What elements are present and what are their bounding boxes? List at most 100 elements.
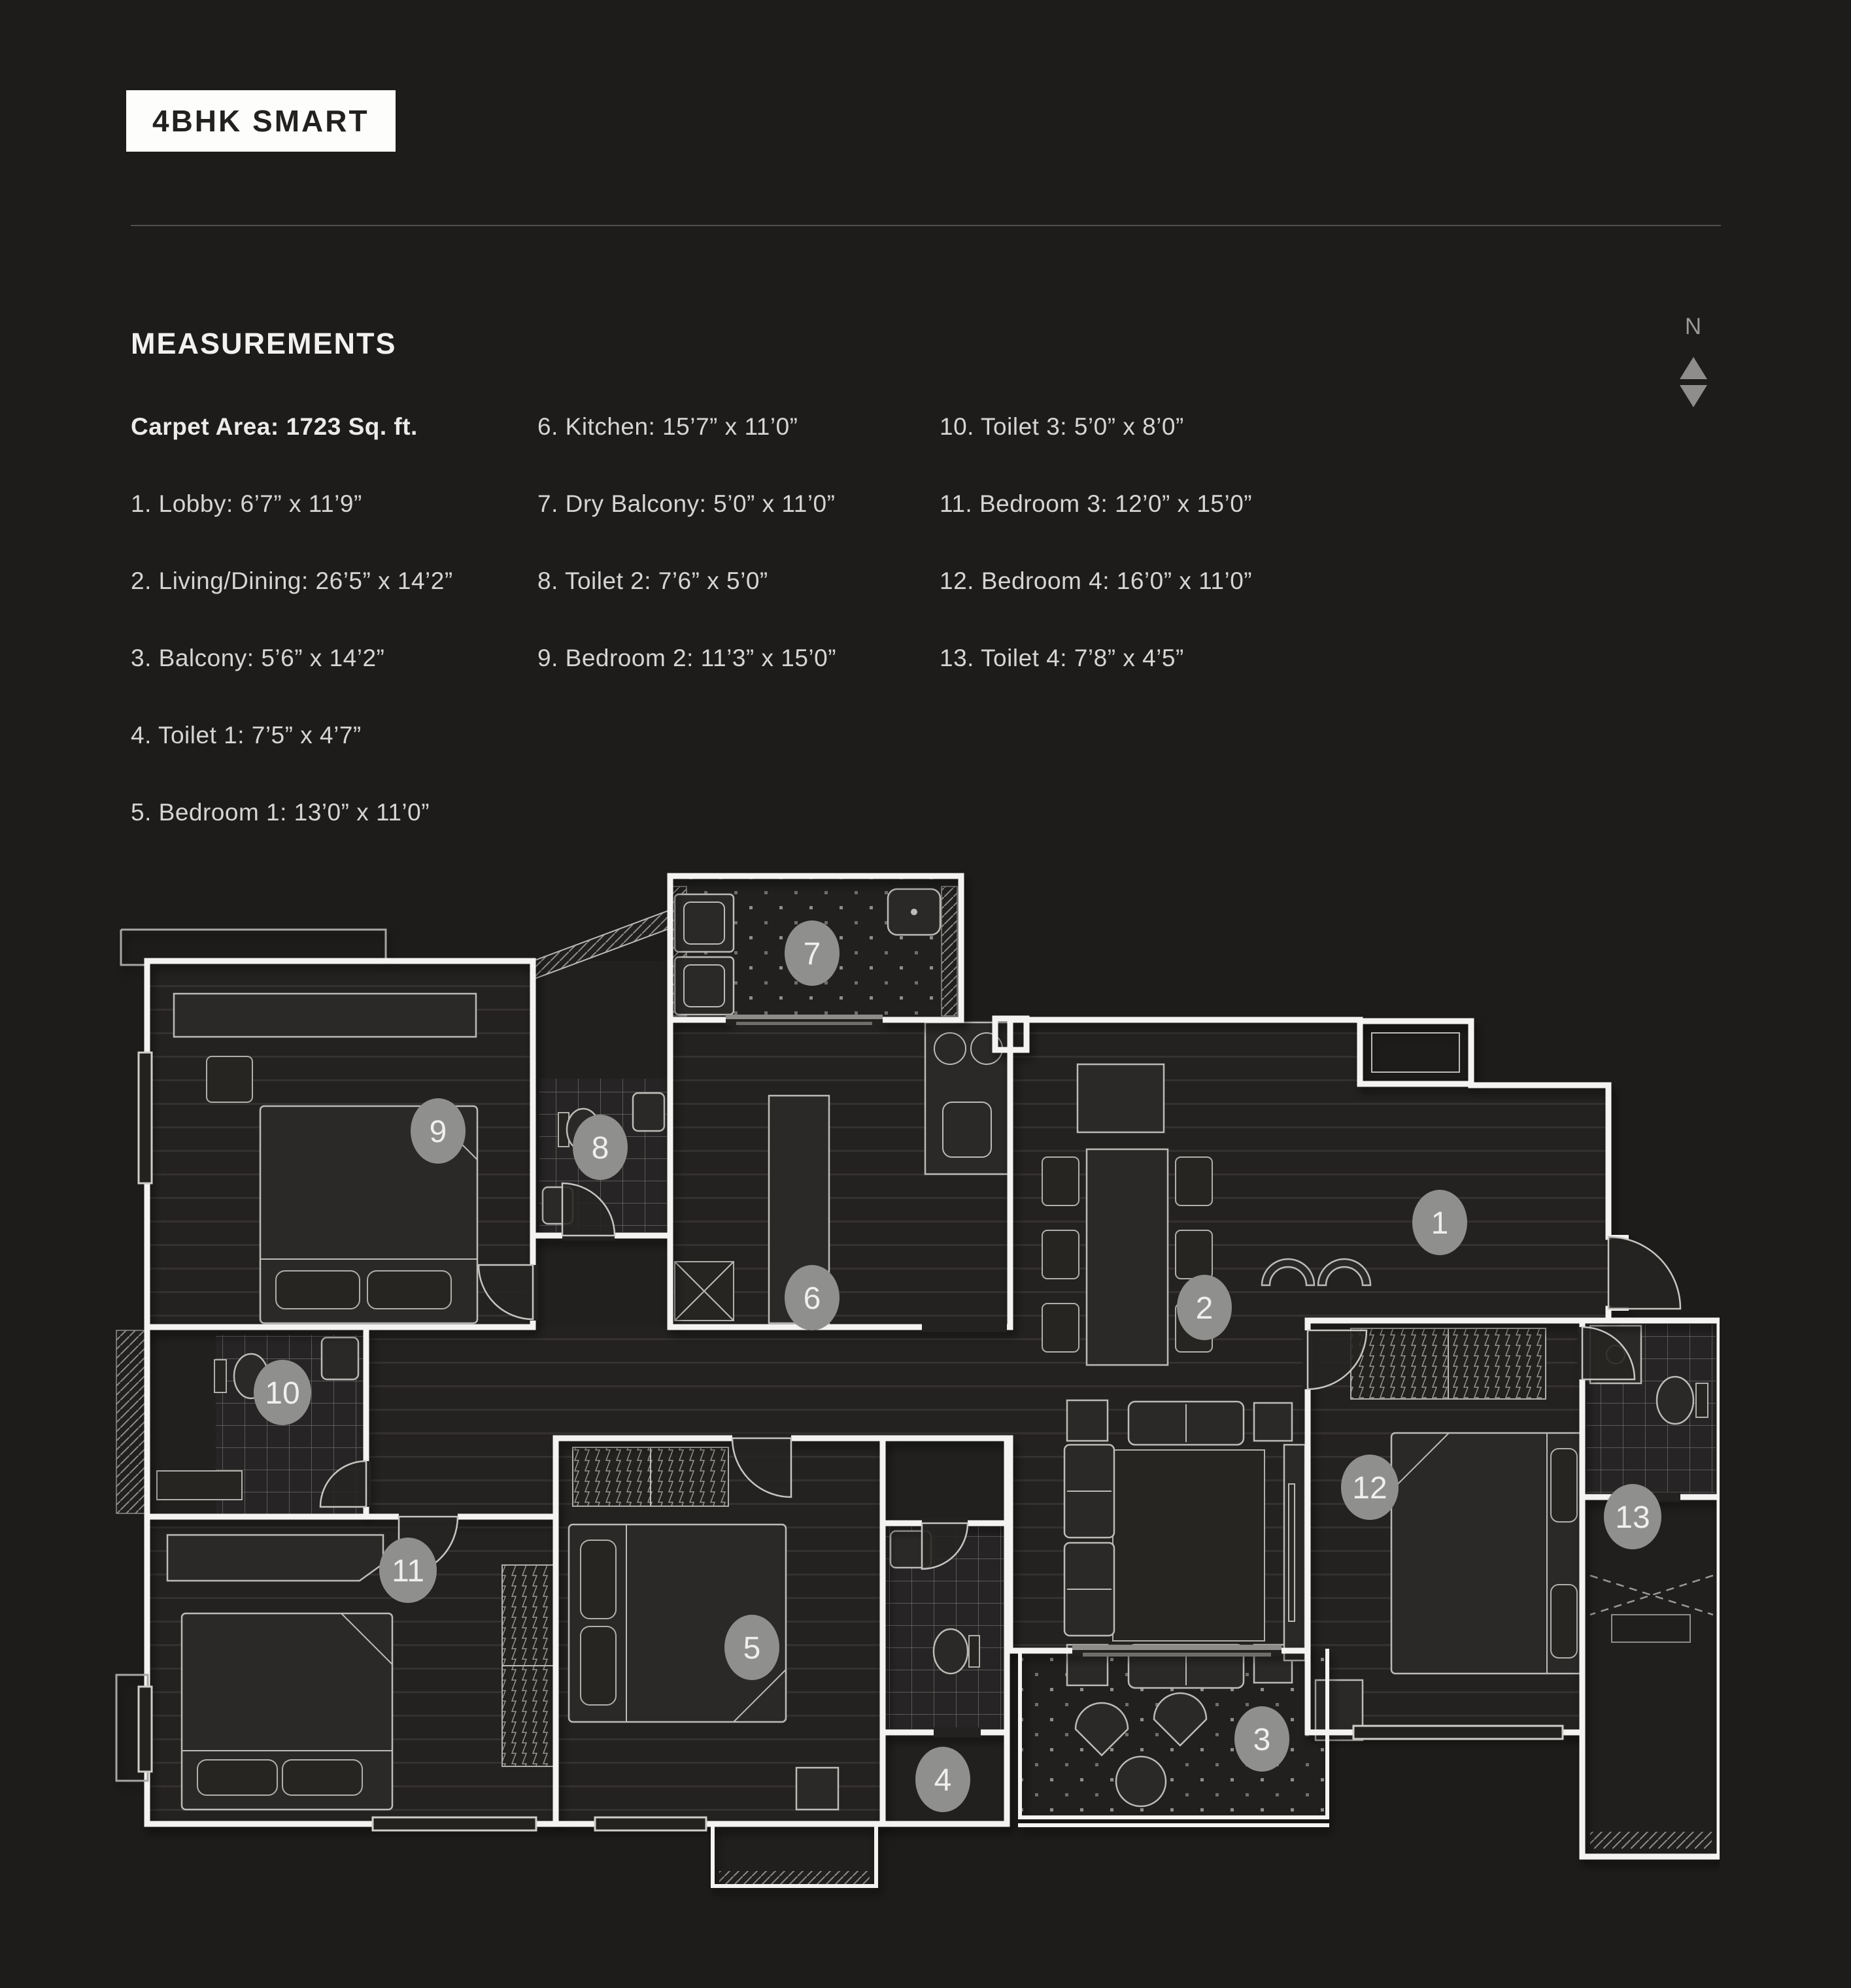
side-table [795, 1766, 840, 1811]
entrance-door-arc [1607, 1236, 1682, 1310]
svg-text:9: 9 [430, 1115, 447, 1149]
measurement-toilet-1: 4. Toilet 1: 7’5” x 4’7” [131, 722, 362, 749]
compass-down-arrow-icon [1680, 385, 1707, 407]
room-marker-8: 8 [573, 1115, 628, 1180]
svg-text:11: 11 [392, 1554, 424, 1589]
room-marker-9: 9 [411, 1098, 466, 1164]
bath-shelf [156, 1470, 243, 1500]
measurement-bedroom-3: 11. Bedroom 3: 12’0” x 15’0” [940, 490, 1253, 517]
service-box [674, 1261, 734, 1321]
measurements-heading: MEASUREMENTS [131, 327, 397, 360]
balcony-furniture [1074, 1692, 1208, 1808]
measurement-dry-balcony: 7. Dry Balcony: 5’0” x 11’0” [537, 490, 836, 517]
measurements-column-3: 10. Toilet 3: 5’0” x 8’0” 11. Bedroom 3:… [940, 413, 1252, 722]
north-compass: N [1664, 314, 1723, 407]
svg-text:12: 12 [1352, 1471, 1387, 1506]
svg-text:1: 1 [1431, 1206, 1449, 1241]
measurement-toilet-4: 13. Toilet 4: 7’8” x 4’5” [940, 645, 1184, 671]
door-arc [561, 1182, 616, 1237]
bed-icon [180, 1612, 394, 1811]
sink-icon [320, 1336, 360, 1381]
wc-icon [1656, 1375, 1695, 1425]
svg-text:3: 3 [1253, 1723, 1271, 1757]
room-marker-2: 2 [1177, 1275, 1232, 1340]
measurement-kitchen: 6. Kitchen: 15’7” x 11’0” [537, 413, 798, 440]
wc-icon [932, 1628, 969, 1675]
door-arc [921, 1522, 969, 1570]
sink-icon [632, 1092, 666, 1132]
measurement-toilet-2: 8. Toilet 2: 7’6” x 5’0” [537, 567, 768, 594]
entry-chair-icon [1317, 1258, 1372, 1287]
door-arc [477, 1264, 534, 1321]
bedroom-2-furniture [173, 992, 479, 1324]
desk [173, 992, 477, 1038]
plan-title-badge: 4BHK SMART [126, 90, 396, 152]
measurements-column-2: 6. Kitchen: 15’7” x 11’0” 7. Dry Balcony… [537, 413, 836, 722]
desk [166, 1534, 384, 1582]
svg-text:5: 5 [743, 1631, 761, 1666]
door-arc [1581, 1326, 1636, 1381]
room-marker-11: 11 [379, 1538, 437, 1603]
entry-chair-icon [1261, 1258, 1316, 1287]
bedroom-1-furniture [568, 1447, 840, 1811]
corridor-floor [366, 1327, 556, 1517]
floor-plan-drawing: 1 2 3 4 5 6 7 8 9 10 11 12 13 [115, 873, 1720, 1888]
round-table-icon [1115, 1755, 1167, 1808]
svg-text:10: 10 [265, 1376, 299, 1411]
room-markers: 1 2 3 4 5 6 7 8 9 10 11 12 13 [254, 920, 1661, 1812]
chair-icon [1175, 1156, 1213, 1206]
stool [1066, 1399, 1109, 1442]
room-marker-12: 12 [1341, 1455, 1399, 1520]
bed-icon [568, 1523, 787, 1723]
bed-icon [259, 1105, 479, 1324]
measurement-toilet-3: 10. Toilet 3: 5’0” x 8’0” [940, 413, 1184, 440]
room-marker-4: 4 [915, 1747, 970, 1812]
dining-table [1085, 1148, 1169, 1366]
stool [206, 1056, 253, 1103]
window [137, 1051, 153, 1185]
dining-set [1042, 1063, 1213, 1366]
room-marker-7: 7 [785, 920, 840, 986]
svg-text:13: 13 [1615, 1500, 1650, 1535]
svg-text:4: 4 [934, 1763, 952, 1798]
svg-text:8: 8 [592, 1131, 609, 1166]
measurement-living-dining: 2. Living/Dining: 26’5” x 14’2” [131, 567, 453, 594]
north-label: N [1684, 314, 1703, 339]
passage-floor [556, 1327, 1010, 1438]
svg-text:7: 7 [804, 937, 821, 971]
room-marker-5: 5 [724, 1615, 779, 1680]
toilet-1-fixtures [889, 1530, 980, 1675]
sink-icon [887, 888, 942, 936]
stool [1253, 1402, 1293, 1442]
door-arc [319, 1460, 367, 1508]
bed-icon [1390, 1432, 1584, 1675]
window [594, 1816, 707, 1832]
utility-ledge-floor [1582, 1497, 1720, 1857]
room-marker-10: 10 [254, 1360, 311, 1425]
svg-text:6: 6 [804, 1281, 821, 1316]
window [137, 1685, 153, 1773]
shaft-hatch [116, 1330, 146, 1514]
washing-machine-icon [673, 893, 735, 953]
washing-machine-icon [673, 956, 735, 1016]
measurement-balcony: 3. Balcony: 5’6” x 14’2” [131, 645, 385, 671]
kitchen-sink-icon [942, 1102, 992, 1158]
room-marker-6: 6 [785, 1265, 840, 1330]
kitchen-counter [924, 1021, 1013, 1175]
measurement-bedroom-4: 12. Bedroom 4: 16’0” x 11’0” [940, 567, 1253, 594]
walls [115, 873, 1720, 1888]
door-arc [731, 1437, 792, 1498]
room-marker-3: 3 [1234, 1706, 1289, 1772]
chair-icon [1042, 1303, 1079, 1353]
sliding-door-sill [1072, 1645, 1282, 1650]
chair-icon [1042, 1230, 1079, 1279]
measurement-lobby: 1. Lobby: 6’7” x 11’9” [131, 490, 362, 517]
compass-up-arrow-icon [1680, 357, 1707, 379]
measurements-column-1: Carpet Area: 1723 Sq. ft. 1. Lobby: 6’7”… [131, 413, 453, 876]
windows-and-sills [137, 1015, 1564, 1832]
chair-icon [1175, 1230, 1213, 1279]
room-marker-13: 13 [1604, 1484, 1661, 1549]
svg-text:2: 2 [1196, 1291, 1214, 1326]
measurement-bedroom-2: 9. Bedroom 2: 11’3” x 15’0” [537, 645, 837, 671]
